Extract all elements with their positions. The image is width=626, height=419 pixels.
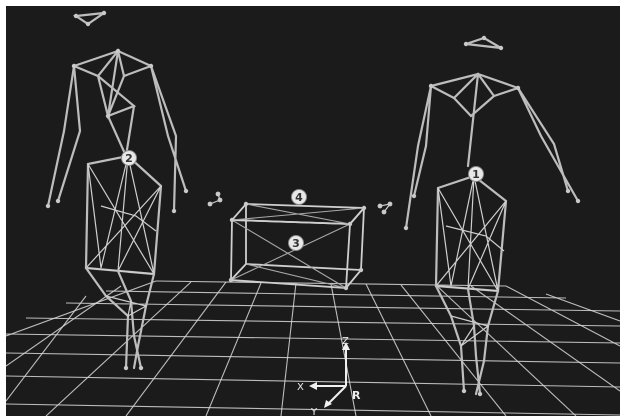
marker-label-4-text: 4 (295, 191, 303, 204)
3d-viewport[interactable]: 1 2 3 4 Z X Y R (6, 6, 620, 416)
skeleton-person-2[interactable] (46, 11, 188, 370)
marker-label-2[interactable]: 2 (122, 151, 137, 166)
marker-label-1-text: 1 (472, 168, 480, 181)
z-axis-label: Z (342, 336, 349, 347)
marker-label-2-text: 2 (125, 152, 133, 165)
axis-gizmo: Z X Y R (297, 336, 361, 416)
scene-canvas[interactable]: 1 2 3 4 Z X Y R (6, 6, 620, 416)
marker-cluster-right[interactable] (378, 202, 393, 215)
marker-cluster-left[interactable] (208, 192, 223, 207)
x-axis-label: X (297, 382, 304, 393)
y-axis-label: Y (310, 407, 318, 416)
marker-label-1[interactable]: 1 (469, 167, 484, 182)
y-axis-line (328, 386, 346, 404)
marker-label-3-text: 3 (292, 237, 300, 250)
marker-label-4[interactable]: 4 (292, 190, 307, 205)
ground-grid (6, 281, 620, 416)
marker-label-3[interactable]: 3 (289, 236, 304, 251)
x-axis-arrow-icon (309, 382, 317, 390)
reference-label: R (352, 389, 361, 402)
